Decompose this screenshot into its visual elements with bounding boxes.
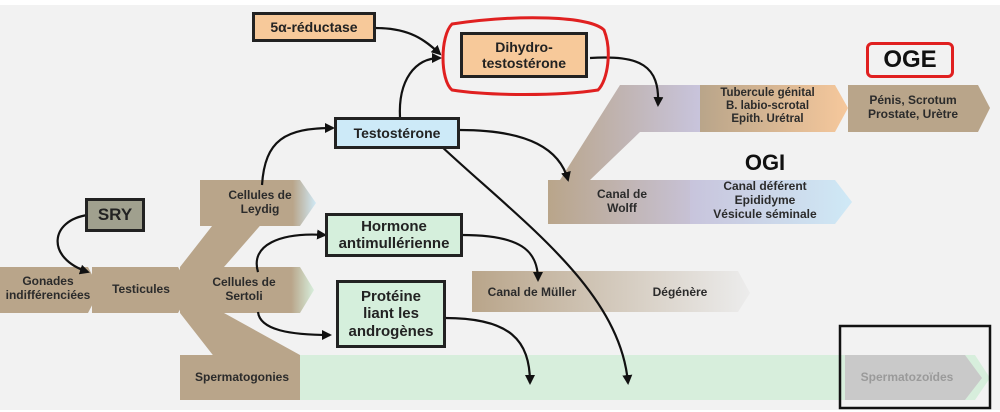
band-testicules: [92, 267, 192, 313]
arrow-reductase-dht: [374, 26, 442, 56]
band-oge-targets: [848, 85, 990, 132]
dht-box: Dihydro- testostérone: [460, 32, 588, 78]
label-gonades: Gonades indifférenciées: [5, 274, 91, 302]
arrow-testosterone-wolff: [459, 128, 571, 182]
label-spermatozoides: Spermatozoïdes: [860, 370, 954, 384]
label-oge-targets: Pénis, Scrotum Prostate, Urètre: [867, 93, 959, 121]
arrow-sry-gonades: [56, 213, 90, 275]
label-testicules: Testicules: [112, 282, 170, 296]
band-leydig: [200, 180, 316, 226]
testosterone-box: Testostérone: [334, 117, 460, 149]
label-degenere: Dégénère: [652, 285, 708, 299]
band-gonades: [0, 267, 100, 313]
reductase-box: 5α-réductase: [252, 12, 376, 42]
arrow-testosterone-spermatogenese: [439, 144, 633, 385]
band-tubercule: [700, 85, 848, 132]
oge-heading: OGE: [866, 42, 954, 78]
arrow-sertoli-amh: [255, 229, 327, 273]
arrow-leydig-testosterone: [260, 123, 335, 186]
spermatozoides-frame: [838, 324, 992, 410]
arrow-amh-muller: [461, 233, 543, 282]
label-sertoli: Cellules de Sertoli: [212, 275, 276, 303]
band-spermatogonies: [180, 355, 300, 400]
label-spermatogonies: Spermatogonies: [194, 370, 290, 384]
sry-box: SRY: [85, 198, 145, 232]
band-sertoli: [200, 267, 314, 313]
band-wolff: [548, 180, 704, 224]
arrow-testosterone-dht: [398, 53, 442, 119]
label-muller: Canal de Müller: [487, 285, 577, 299]
arrow-abp-spermatogenese: [444, 316, 535, 385]
label-wolff-targets: Canal déférent Epididyme Vésicule sémina…: [713, 179, 817, 221]
label-wolff: Canal de Wolff: [596, 187, 647, 215]
label-tubercule: Tubercule génital B. labio-scrotal Epith…: [720, 87, 815, 126]
band-spermatogenese: [300, 355, 990, 400]
arrow-sertoli-abp: [256, 311, 332, 340]
ogi-heading: OGI: [744, 150, 786, 175]
amh-box: Hormone antimullérienne: [325, 213, 463, 257]
band-wolff-targets: [690, 180, 852, 224]
band-fork: [180, 180, 300, 400]
band-spermatozoides: [845, 355, 982, 400]
label-leydig: Cellules de Leydig: [228, 188, 292, 216]
abp-box: Protéine liant les androgènes: [336, 280, 446, 348]
